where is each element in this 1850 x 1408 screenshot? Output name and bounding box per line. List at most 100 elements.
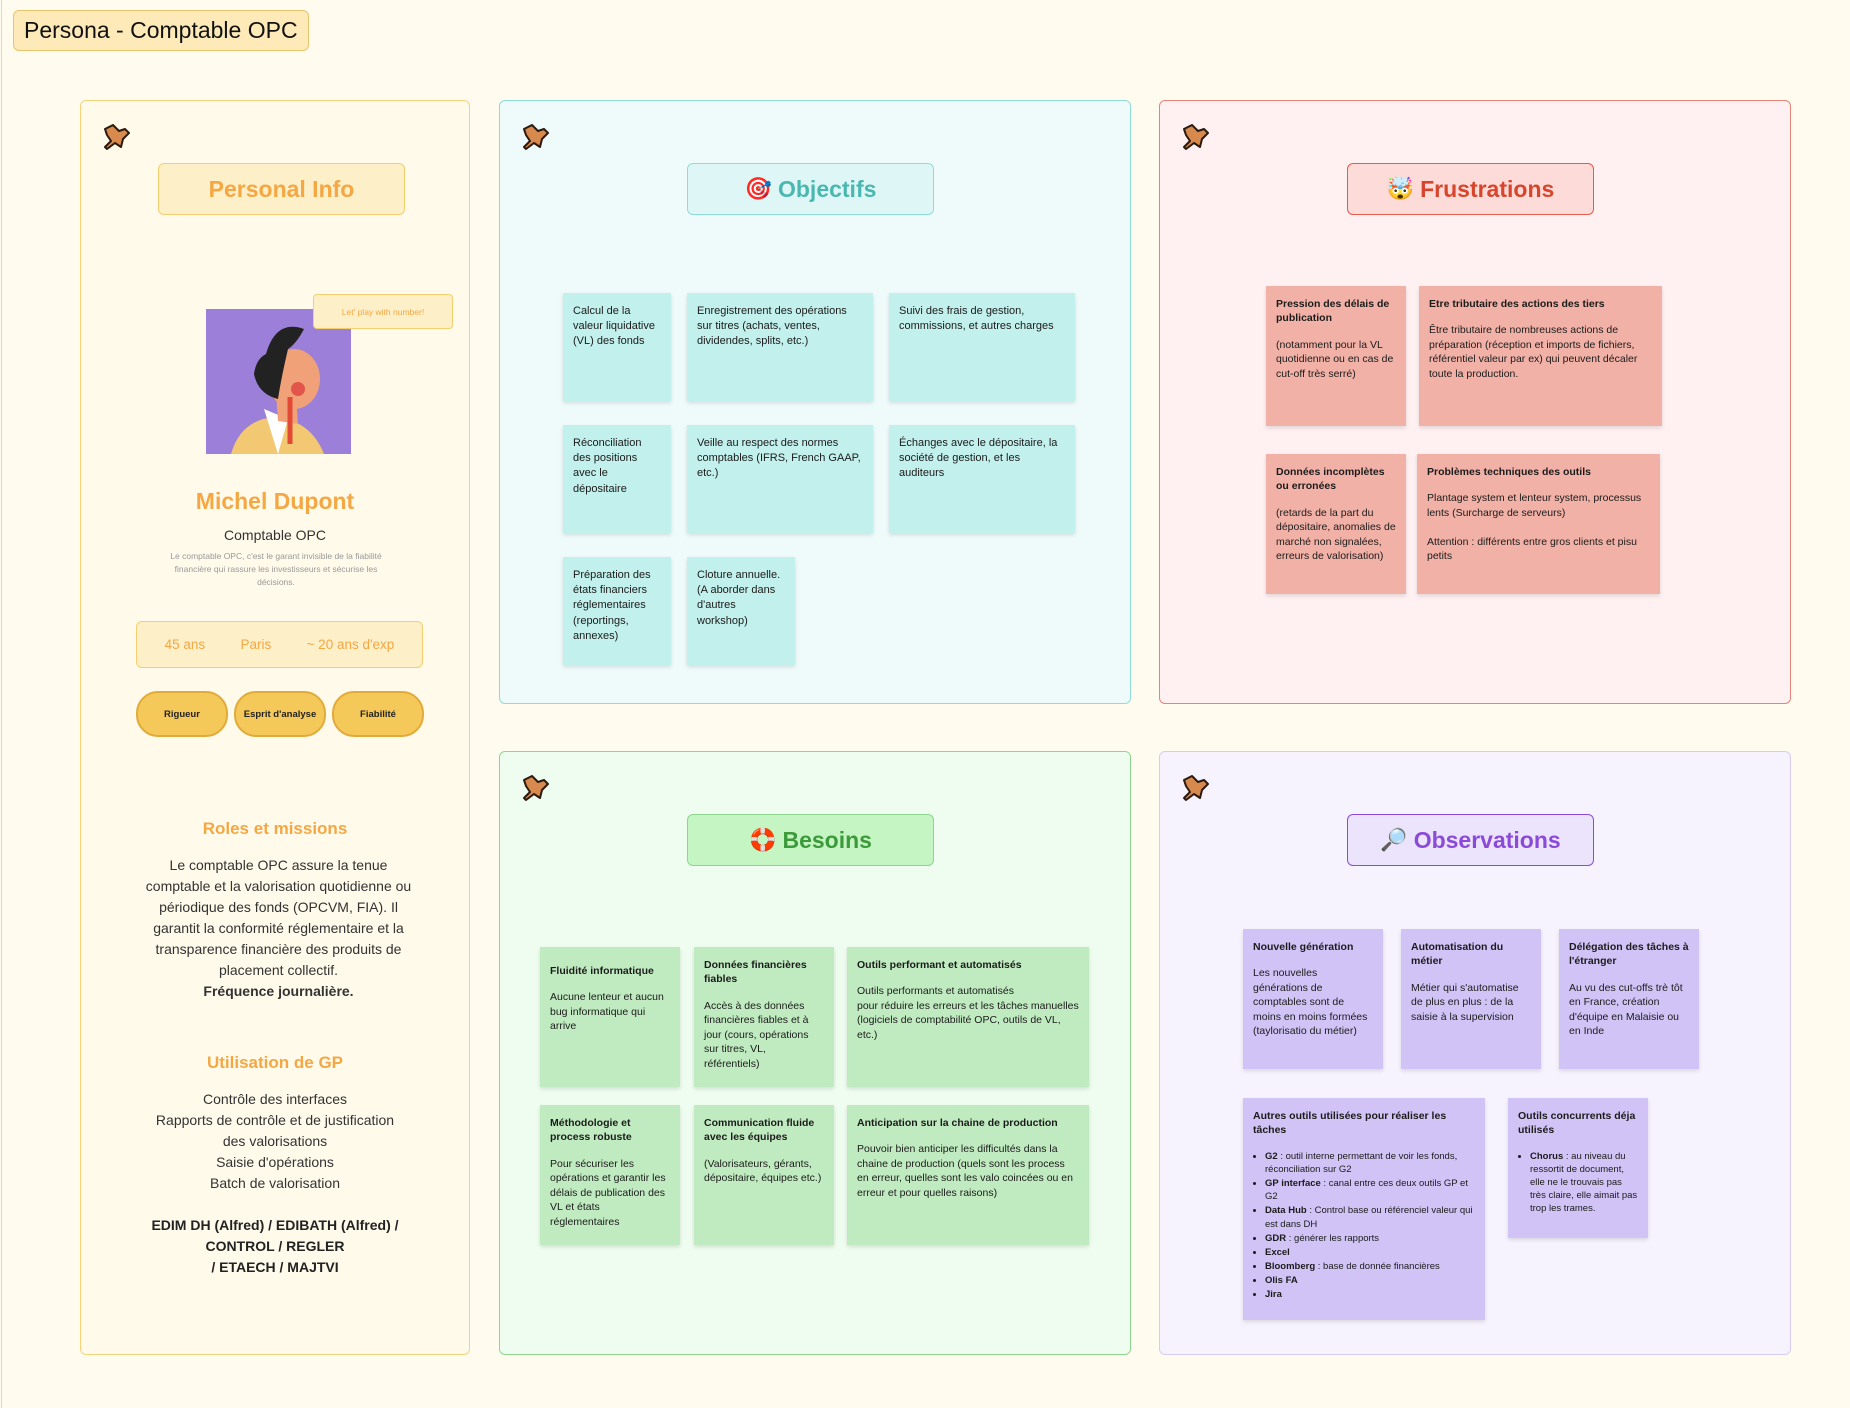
objective-note[interactable]: Échanges avec le dépositaire, la société… (889, 425, 1075, 533)
exploding-head-icon: 🤯 (1386, 176, 1415, 201)
persona-avatar (206, 309, 351, 454)
note-title: Problèmes techniques des outils (1427, 466, 1591, 478)
note-title: Communication fluide avec les équipes (704, 1117, 815, 1144)
observation-note[interactable]: Nouvelle génération Les nouvelles généra… (1243, 929, 1383, 1069)
need-note[interactable]: Méthodologie et process robuste Pour séc… (540, 1105, 680, 1245)
trait-analyse[interactable]: Esprit d'analyse (234, 691, 326, 737)
roles-text: Le comptable OPC assure la tenue comptab… (136, 855, 421, 1002)
tools-list: G2 : outil interne permettant de voir le… (1253, 1150, 1475, 1301)
gp-tools: EDIM DH (Alfred) / EDIBATH (Alfred) / CO… (81, 1215, 469, 1278)
note-title: Anticipation sur la chaine de production (857, 1117, 1058, 1129)
target-icon: 🎯 (744, 176, 772, 201)
note-title: Automatisation du métier (1411, 941, 1504, 968)
persona-name: Michel Dupont (195, 488, 355, 514)
note-title: Etre tributaire des actions des tiers (1429, 298, 1605, 310)
observations-heading: 🔎 Observations (1347, 814, 1594, 866)
note-body: Métier qui s'automatise de plus en plus … (1411, 981, 1519, 1023)
note-title: Données financières fiables (704, 959, 807, 986)
observations-section[interactable]: 🔎 Observations Nouvelle génération Les n… (1159, 751, 1791, 1355)
note-body: Aucune lenteur et aucun bug informatique… (550, 991, 664, 1033)
tool-item: Olis FA (1265, 1274, 1475, 1287)
objectives-section[interactable]: 🎯 Objectifs Calcul de la valeur liquidat… (499, 100, 1131, 704)
pin-icon (104, 124, 130, 150)
note-title: Outils concurrents déja utilisés (1518, 1110, 1636, 1137)
objective-note[interactable]: Réconciliation des positions avec le dép… (563, 425, 671, 533)
gp-tool-line: / ETAECH / MAJTVI (211, 1259, 339, 1275)
trait-rigueur[interactable]: Rigueur (136, 691, 228, 737)
objectives-heading-label: Objectifs (777, 175, 877, 202)
need-note[interactable]: Fluidité informatique Aucune lenteur et … (540, 947, 680, 1087)
note-body: (notamment pour la VL quotidienne ou en … (1276, 338, 1394, 380)
lifebuoy-icon: 🛟 (749, 827, 777, 852)
pin-icon (523, 775, 549, 801)
gp-line: Saisie d'opérations (216, 1154, 334, 1170)
objective-note[interactable]: Enregistrement des opérations sur titres… (687, 293, 873, 401)
frustration-note[interactable]: Données incomplètes ou erronées (retards… (1266, 454, 1406, 594)
persona-tagline: Le comptable OPC, c'est le garant invisi… (170, 551, 382, 587)
roles-title: Roles et missions (202, 819, 348, 838)
gp-line: Contrôle des interfaces (203, 1091, 347, 1107)
note-body: Les nouvelles générations de comptables … (1253, 967, 1368, 1038)
objective-note[interactable]: Calcul de la valeur liquidative (VL) des… (563, 293, 671, 401)
competitors-note[interactable]: Outils concurrents déja utilisés Chorus … (1508, 1098, 1648, 1238)
magnifier-icon: 🔎 (1380, 827, 1408, 852)
note-body: Pouvoir bien anticiper les difficultés d… (857, 1143, 1073, 1199)
objective-note[interactable]: Préparation des états financiers régleme… (563, 557, 671, 665)
stat-age: 45 ans (164, 637, 206, 652)
note-body: Outils performants et automatisés pour r… (857, 985, 1079, 1041)
need-note[interactable]: Anticipation sur la chaine de production… (847, 1105, 1089, 1245)
pin-icon (1183, 775, 1209, 801)
note-title: Autres outils utilisées pour réaliser le… (1253, 1110, 1447, 1137)
frustration-note[interactable]: Pression des délais de publication (nota… (1266, 286, 1406, 426)
need-note[interactable]: Communication fluide avec les équipes (V… (694, 1105, 834, 1245)
gp-line: des valorisations (222, 1133, 328, 1149)
tool-item: Data Hub : Control base ou référenciel v… (1265, 1204, 1475, 1230)
note-title: Fluidité informatique (550, 965, 654, 977)
needs-heading-label: Besoins (782, 826, 872, 853)
frustration-note[interactable]: Problèmes techniques des outils Plantage… (1417, 454, 1660, 594)
frustration-note[interactable]: Etre tributaire des actions des tiers Êt… (1419, 286, 1662, 426)
need-note[interactable]: Outils performant et automatisés Outils … (847, 947, 1089, 1087)
objectives-heading: 🎯 Objectifs (687, 163, 934, 215)
needs-heading: 🛟 Besoins (687, 814, 934, 866)
tool-item: G2 : outil interne permettant de voir le… (1265, 1150, 1475, 1176)
competitor-item: Chorus : au niveau du ressortit de docum… (1530, 1150, 1638, 1216)
observation-note[interactable]: Automatisation du métier Métier qui s'au… (1401, 929, 1541, 1069)
note-title: Pression des délais de publication (1276, 298, 1390, 325)
objective-note[interactable]: Veille au respect des normes comptables … (687, 425, 873, 533)
personal-info-heading: Personal Info (158, 163, 405, 215)
gp-lines: Contrôle des interfaces Rapports de cont… (81, 1089, 469, 1194)
objective-note[interactable]: Suivi des frais de gestion, commissions,… (889, 293, 1075, 401)
frustrations-section[interactable]: 🤯 Frustrations Pression des délais de pu… (1159, 100, 1791, 704)
needs-section[interactable]: 🛟 Besoins Fluidité informatique Aucune l… (499, 751, 1131, 1355)
gp-tool-line: CONTROL / REGLER (205, 1238, 345, 1254)
stat-experience: ~ 20 ans d'exp (306, 637, 395, 652)
note-title: Délégation des tâches à l'étranger (1569, 941, 1689, 968)
note-title: Nouvelle génération (1253, 941, 1354, 953)
personal-info-section[interactable]: Personal Info Let' play with number! Mic… (80, 100, 470, 1355)
persona-role: Comptable OPC (224, 527, 326, 543)
page-title[interactable]: Persona - Comptable OPC (13, 10, 309, 51)
tool-item: GDR : générer les rapports (1265, 1232, 1475, 1245)
frustrations-heading: 🤯 Frustrations (1347, 163, 1594, 215)
tools-note[interactable]: Autres outils utilisées pour réaliser le… (1243, 1098, 1485, 1320)
observation-note[interactable]: Délégation des tâches à l'étranger Au vu… (1559, 929, 1699, 1069)
note-body: Plantage system et lenteur system, proce… (1427, 492, 1642, 563)
personal-info-heading-label: Personal Info (208, 175, 355, 202)
objective-note[interactable]: Cloture annuelle. (A aborder dans d'autr… (687, 557, 795, 665)
roles-frequency: Fréquence journalière. (203, 983, 354, 999)
note-body: (retards de la part du dépositaire, anom… (1276, 506, 1396, 563)
pin-icon (1183, 124, 1209, 150)
tool-item: GP interface : canal entre ces deux outi… (1265, 1177, 1475, 1203)
note-body: Accès à des données financières fiables … (704, 999, 809, 1070)
pin-icon (523, 124, 549, 150)
roles-text-body: Le comptable OPC assure la tenue comptab… (145, 857, 412, 978)
note-body: (Valorisateurs, gérants, dépositaire, éq… (704, 1157, 822, 1185)
tool-item: Jira (1265, 1288, 1475, 1301)
trait-fiabilite[interactable]: Fiabilité (332, 691, 424, 737)
note-body: Être tributaire de nombreuses actions de… (1429, 324, 1638, 380)
observations-heading-label: Observations (1413, 826, 1561, 853)
need-note[interactable]: Données financières fiables Accès à des … (694, 947, 834, 1087)
persona-stats: 45 ans Paris ~ 20 ans d'exp (136, 621, 423, 668)
frustrations-heading-label: Frustrations (1420, 175, 1555, 202)
